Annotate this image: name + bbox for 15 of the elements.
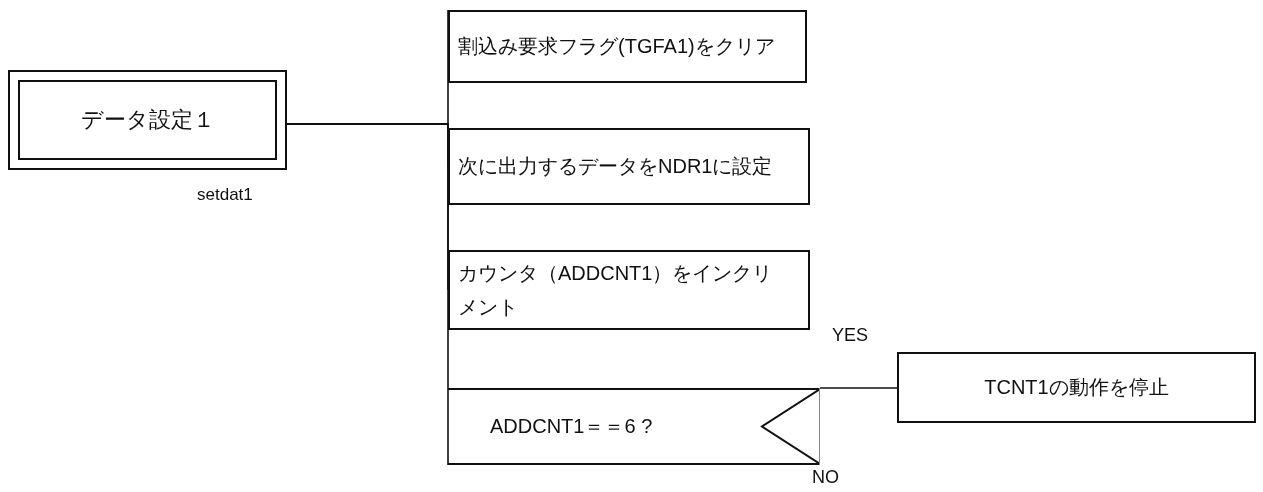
process-box <box>897 352 1256 423</box>
connector-line <box>819 387 898 389</box>
node-text: TCNT1の動作を停止 <box>984 375 1169 400</box>
node-text: ADDCNT1＝＝6 ? <box>490 414 653 439</box>
module-box <box>8 70 287 170</box>
node-text: データ設定１ <box>80 106 215 134</box>
node-text: 次に出力するデータをNDR1に設定 <box>458 154 773 179</box>
process-box <box>448 128 810 205</box>
process-box <box>448 10 807 83</box>
process-box <box>448 250 810 330</box>
branch-label: NO <box>812 467 839 488</box>
node-text: 割込み要求フラグ(TGFA1)をクリア <box>458 34 775 59</box>
decision-box <box>448 388 820 465</box>
node-text: カウンタ（ADDCNT1）をインクリメント <box>458 261 774 320</box>
module-name: setdat1 <box>197 185 253 205</box>
